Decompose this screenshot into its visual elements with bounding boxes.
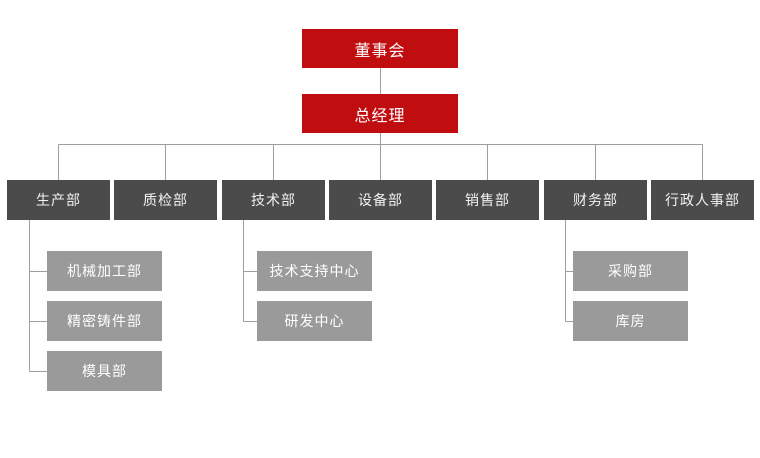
sub-node-warehouse: 库房 bbox=[573, 301, 688, 341]
dept-node-finance: 财务部 bbox=[544, 180, 647, 220]
sub-node-mold: 模具部 bbox=[47, 351, 162, 391]
sub-node-machining: 机械加工部 bbox=[47, 251, 162, 291]
org-node-board: 董事会 bbox=[302, 29, 458, 68]
sub-node-tech-support-center: 技术支持中心 bbox=[257, 251, 372, 291]
sub-node-purchasing: 采购部 bbox=[573, 251, 688, 291]
dept-node-sales: 销售部 bbox=[436, 180, 539, 220]
dept-node-equipment: 设备部 bbox=[329, 180, 432, 220]
sub-node-precision-casting: 精密铸件部 bbox=[47, 301, 162, 341]
sub-node-rd-center: 研发中心 bbox=[257, 301, 372, 341]
org-node-general-manager: 总经理 bbox=[302, 94, 458, 133]
dept-node-production: 生产部 bbox=[7, 180, 110, 220]
dept-node-quality-inspection: 质检部 bbox=[114, 180, 217, 220]
dept-node-technology: 技术部 bbox=[222, 180, 325, 220]
dept-node-admin-hr: 行政人事部 bbox=[651, 180, 754, 220]
